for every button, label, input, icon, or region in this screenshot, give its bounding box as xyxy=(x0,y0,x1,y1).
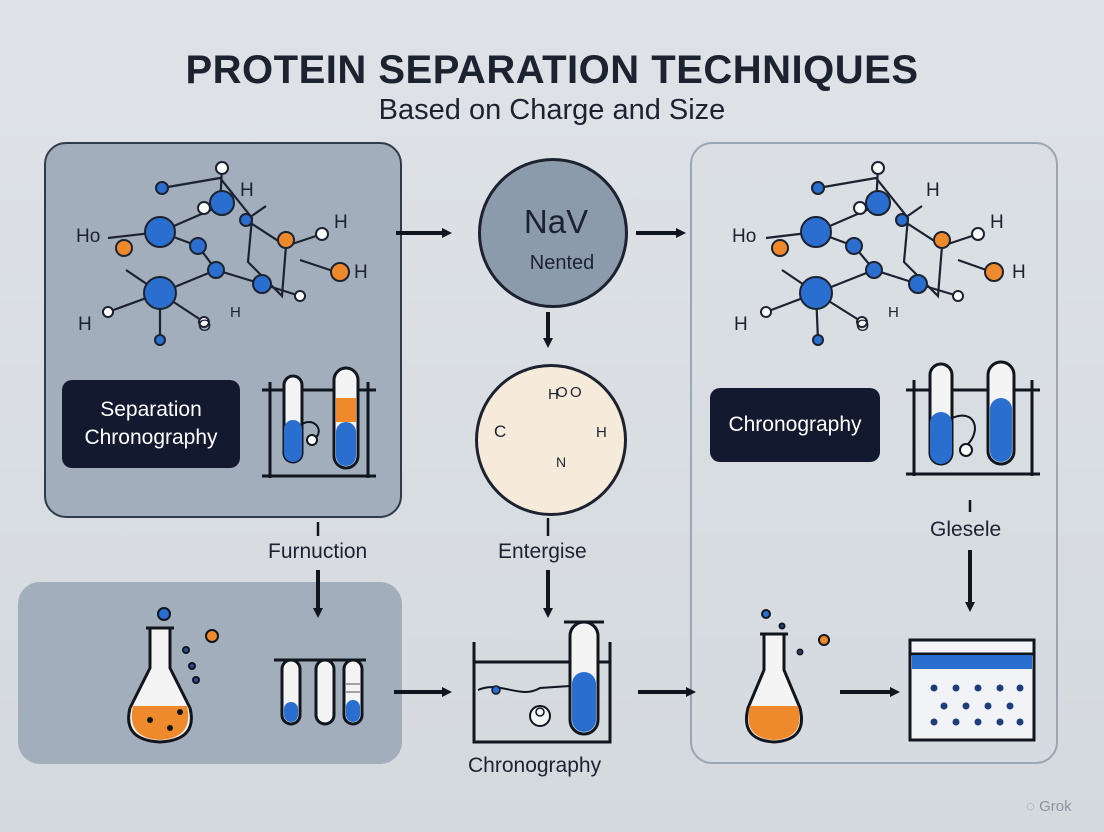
right-atom-label-o: O xyxy=(856,316,870,335)
molecule-right-atoms xyxy=(760,161,1004,346)
left-atom-label-h4: H xyxy=(78,314,92,335)
right-atom-label-h2: H xyxy=(990,212,1004,233)
flask-bottom-right xyxy=(745,632,803,744)
flask-bottom-left xyxy=(127,626,193,744)
right-atom-label-h3: H xyxy=(1012,262,1026,283)
gel-box xyxy=(908,638,1036,742)
left-atom-label-h3: H xyxy=(354,262,368,283)
flow-label-chronography-bottom: Chronography xyxy=(468,754,602,777)
mol-atom-o1: O xyxy=(556,384,568,401)
flow-label-glesele: Glesele xyxy=(930,518,1002,541)
molecule-left-atoms xyxy=(102,161,350,346)
bubbles-bottom-left xyxy=(157,607,219,684)
test-tubes-bottom-left xyxy=(274,658,366,726)
watermark: ◌ Grok xyxy=(1026,798,1072,815)
bubbles-bottom-right xyxy=(761,609,830,656)
chromatography-container xyxy=(472,620,612,744)
left-atom-label-ho: Ho xyxy=(76,226,101,247)
watermark-icon: ◌ xyxy=(1026,798,1035,815)
mol-atom-n: N xyxy=(556,454,567,470)
mol-atom-o2: O xyxy=(570,384,582,401)
nav-circle-main: NaV xyxy=(523,203,589,240)
separation-chronography-label: Separation Chronography xyxy=(62,380,240,468)
page-subtitle: Based on Charge and Size xyxy=(378,94,726,126)
nav-circle: NaV Nented xyxy=(478,158,628,308)
panel-bottom-left xyxy=(18,582,402,764)
connector-lines xyxy=(316,500,972,536)
label-line-2: Chronography xyxy=(84,426,218,449)
mol-atom-h2: H xyxy=(596,424,607,441)
flow-arrows xyxy=(313,228,975,697)
flow-label-furnuction: Furnuction xyxy=(268,540,368,563)
right-atom-label-h4: H xyxy=(734,314,748,335)
nav-circle-sub: Nented xyxy=(529,252,595,274)
watermark-text: Grok xyxy=(1039,798,1072,815)
right-atom-label-h1: H xyxy=(926,180,940,201)
test-tube-rack-right xyxy=(906,360,1040,476)
flow-label-entergise: Entergise xyxy=(498,540,587,563)
chronography-label: Chronography xyxy=(710,388,880,462)
label-line-1: Separation xyxy=(100,398,202,421)
right-atom-label-ho: Ho xyxy=(732,226,757,247)
left-atom-label-h2: H xyxy=(334,212,348,233)
right-atom-label-h5: H xyxy=(888,304,899,321)
left-atom-label-h5: H xyxy=(230,304,241,321)
molecule-circle xyxy=(475,364,627,516)
test-tube-rack-left xyxy=(262,366,376,478)
left-atom-label-o: O xyxy=(198,316,212,335)
mol-atom-c: C xyxy=(494,422,507,441)
left-atom-label-h1: H xyxy=(240,180,254,201)
page-title: PROTEIN SEPARATION TECHNIQUES xyxy=(185,48,919,92)
mol-atom-h1: H xyxy=(548,386,559,403)
